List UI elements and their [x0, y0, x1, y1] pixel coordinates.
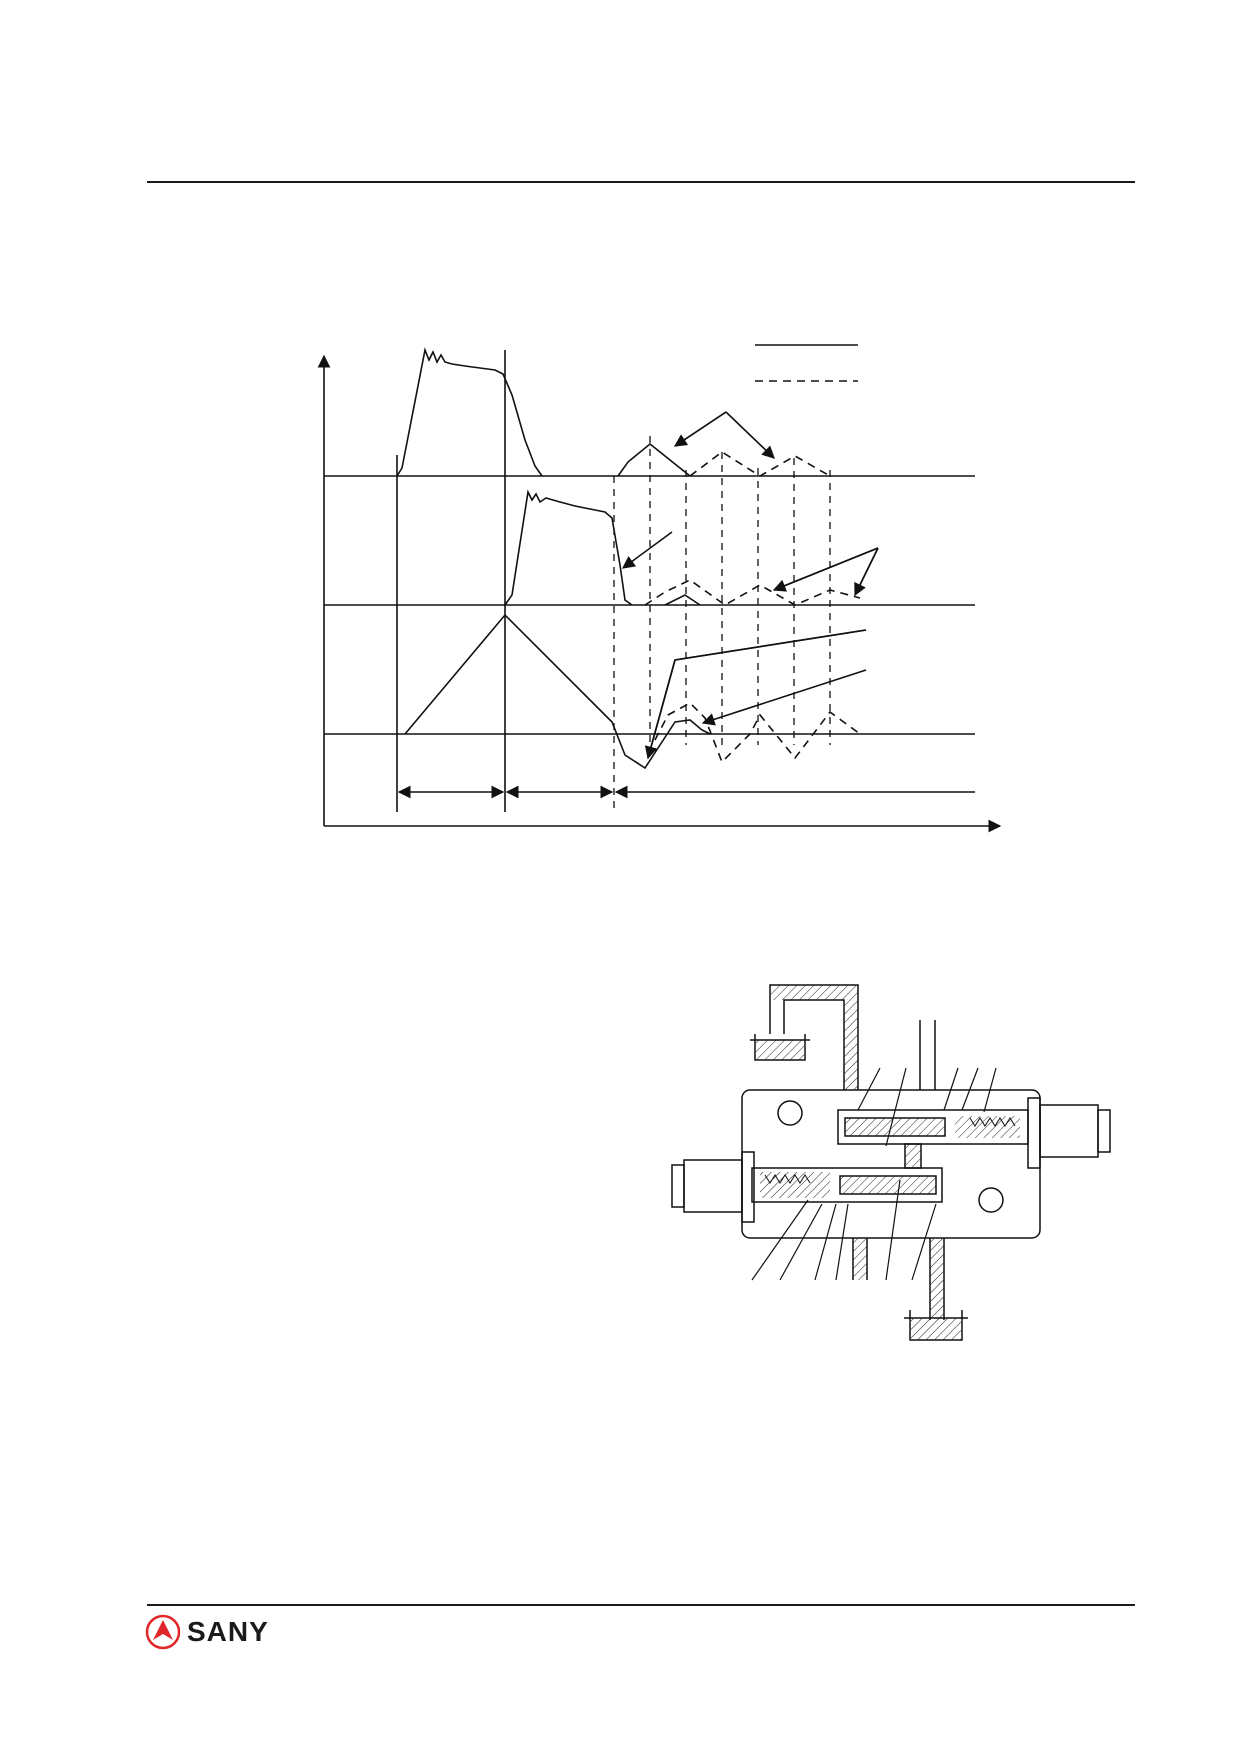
solenoid-right — [1027, 1097, 1041, 1169]
brand-name: SANY — [187, 1616, 269, 1647]
trace-1-dashed — [689, 451, 831, 477]
trace-3-dashed — [654, 702, 861, 764]
header-rule — [147, 181, 1135, 183]
sany-emblem-icon — [145, 1614, 181, 1650]
sany-logo: SANY — [145, 1612, 269, 1652]
lower-spool-bore — [751, 1167, 943, 1203]
mount-hole-right — [978, 1187, 1004, 1213]
pointer-trace-3-dashed — [701, 669, 867, 726]
trace-2-solid — [504, 489, 701, 606]
footer-rule — [147, 1604, 1135, 1606]
trace-1-solid — [396, 347, 691, 477]
pointer-trace-2-drop — [621, 531, 673, 569]
timing-diagram — [317, 344, 1002, 833]
trace-2-dashed — [644, 579, 861, 606]
valve-body — [741, 1089, 1041, 1239]
mount-hole-left — [777, 1100, 803, 1126]
